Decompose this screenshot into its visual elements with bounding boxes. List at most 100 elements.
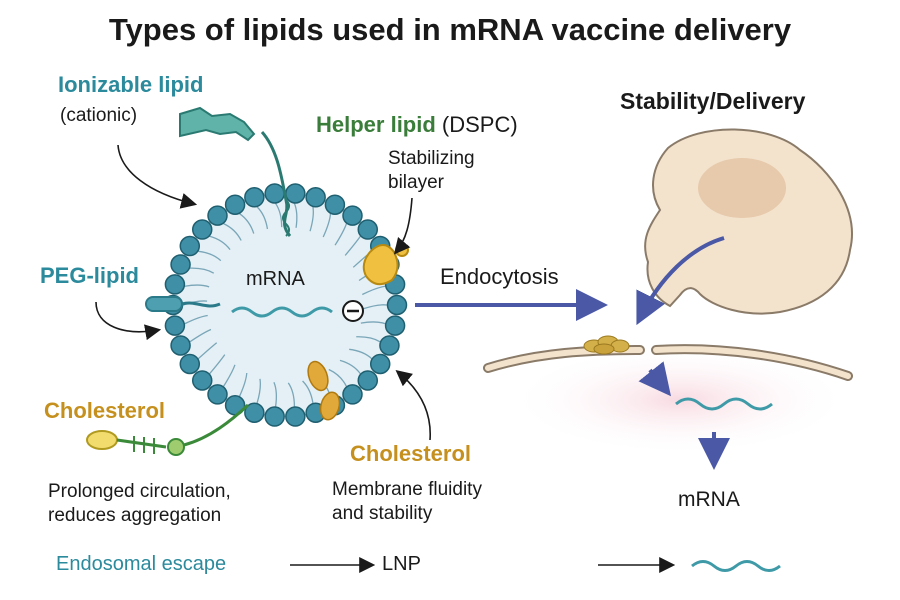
lipid-tail [189, 267, 215, 274]
peg-chain [86, 403, 250, 456]
helper-lipid-label: Helper lipid (DSPC) [316, 112, 518, 138]
lipid-tail [302, 380, 314, 404]
lipid-tail [184, 314, 208, 325]
ionizable-lipid-molecule [179, 106, 292, 237]
lnp-cluster-on-membrane [583, 335, 630, 355]
lipid-headgroup-bead [342, 205, 363, 226]
lipid-tail [362, 304, 388, 310]
lipid-headgroup-bead [191, 370, 213, 391]
peg-pointer-arrow [95, 301, 162, 341]
lipid-tail [360, 321, 386, 325]
cell-nucleus [698, 158, 786, 218]
lipid-tail [238, 372, 248, 397]
lipid-headgroup-bead [244, 402, 265, 423]
cell-mrna-label: mRNA [678, 488, 740, 511]
lipid-tail [209, 354, 226, 375]
lnp-label: LNP [382, 553, 421, 575]
lipid-tail [322, 213, 332, 238]
lipid-tail [184, 284, 210, 288]
lipid-headgroup-bead [264, 183, 285, 204]
cholesterol-left-label: Cholesterol [44, 398, 166, 423]
release-arrow [638, 361, 671, 397]
lipid-tails [182, 203, 388, 407]
lipid-headgroup-bead [224, 194, 246, 215]
lipid-headgroup-bead [179, 353, 201, 375]
peg-note-line-1: Prolonged circulation, [48, 481, 231, 502]
lipid-tail [275, 203, 283, 228]
cholesterol-note-line-1: Membrane fluidity [332, 479, 482, 500]
lipid-tail [273, 381, 278, 407]
lipid-headgroup-bead [170, 335, 191, 356]
lipid-headgroup-bead [191, 219, 213, 240]
lnp-particle [162, 183, 408, 427]
lipid-tail [344, 235, 361, 256]
lipid-tail [309, 206, 314, 232]
lipid-tail [328, 368, 348, 387]
lipid-headgroup-bead [179, 235, 201, 257]
lipid-tail [293, 203, 298, 228]
right-panel-heading: Stability/Delivery [620, 88, 806, 114]
cell-membrane [483, 335, 853, 455]
uptake-arrow [636, 236, 725, 326]
mrna-strand-core [231, 306, 333, 318]
endosomal-escape-label: Endosomal escape [56, 553, 227, 575]
lipid-headgroup-bead [369, 353, 391, 375]
cholesterol-right-note: Membrane fluidity and stability [332, 478, 482, 526]
lipid-tail [362, 285, 386, 296]
helper-lipid-name: Helper lipid [316, 112, 436, 137]
cholesterol-note-line-2: and stability [332, 502, 433, 524]
lipid-headgroup-bead [384, 315, 406, 336]
lipid-tail [223, 223, 242, 241]
mrna-strand-cytoplasm [675, 397, 773, 411]
lipid-headgroup-bead [324, 194, 346, 215]
lipid-tail [349, 348, 373, 360]
lipid-tail [339, 359, 361, 375]
lipid-tail [256, 378, 261, 404]
lipid-headgroup-bead [244, 187, 265, 208]
lipid-tail [356, 336, 381, 343]
cell [636, 128, 853, 326]
lipid-tail [222, 364, 236, 387]
lipid-headgroup-bead [305, 187, 326, 208]
lipid-tail [209, 235, 231, 251]
lipid-headgroup-bead [170, 254, 191, 275]
lipid-headgroup-bead [386, 294, 408, 316]
lipid-headgroup-bead [164, 274, 186, 295]
helper-lipid-paren: (DSPC) [441, 112, 518, 137]
helper-note-line-2: bilayer [388, 171, 444, 193]
lipid-headgroup-bead [207, 205, 228, 226]
cholesterol-pointer-arrow [395, 369, 431, 441]
ionizable-lipid-label: Ionizable lipid [58, 72, 204, 97]
lipid-tail [256, 206, 269, 230]
ionizable-lipid-note: (cationic) [60, 105, 138, 126]
lipid-headgroup-bead [207, 384, 228, 405]
helper-lipid-note: Stabilizing bilayer [388, 147, 475, 195]
peg-lipid-molecule [145, 296, 221, 312]
lipid-headgroup-bead [264, 406, 285, 427]
lipid-headgroup-bead [379, 335, 400, 356]
page-title: Types of lipids used in mRNA vaccine del… [108, 12, 792, 47]
peg-note-line-2: reduces aggregation [48, 504, 222, 526]
helper-note-line-1: Stabilizing [388, 148, 475, 169]
peg-lipid-label: PEG-lipid [40, 263, 139, 288]
lipid-tail [287, 382, 296, 407]
lipid-headgroup-bead [342, 384, 363, 405]
lipid-headgroup-bead [357, 370, 379, 391]
lipid-tail [239, 213, 255, 234]
ionizable-pointer-arrow [117, 144, 198, 209]
lipid-headgroup-bead [357, 219, 379, 240]
endocytosis-label: Endocytosis [440, 264, 559, 289]
lipid-headgroup-bead [285, 183, 306, 204]
lipid-headgroup-bead [164, 315, 186, 336]
lipid-tail [198, 250, 222, 262]
lipid-tail [197, 342, 218, 360]
lipid-tail [189, 328, 212, 343]
helper-pointer-arrow [393, 197, 413, 255]
mrna-strand-bottom [691, 560, 781, 572]
core-mrna-label: mRNA [246, 268, 305, 290]
peg-lipid-note: Prolonged circulation, reduces aggregati… [48, 480, 231, 528]
lipid-tail [334, 223, 348, 246]
cholesterol-right-label: Cholesterol [350, 441, 472, 466]
cholesterol-in-membrane [307, 360, 341, 421]
